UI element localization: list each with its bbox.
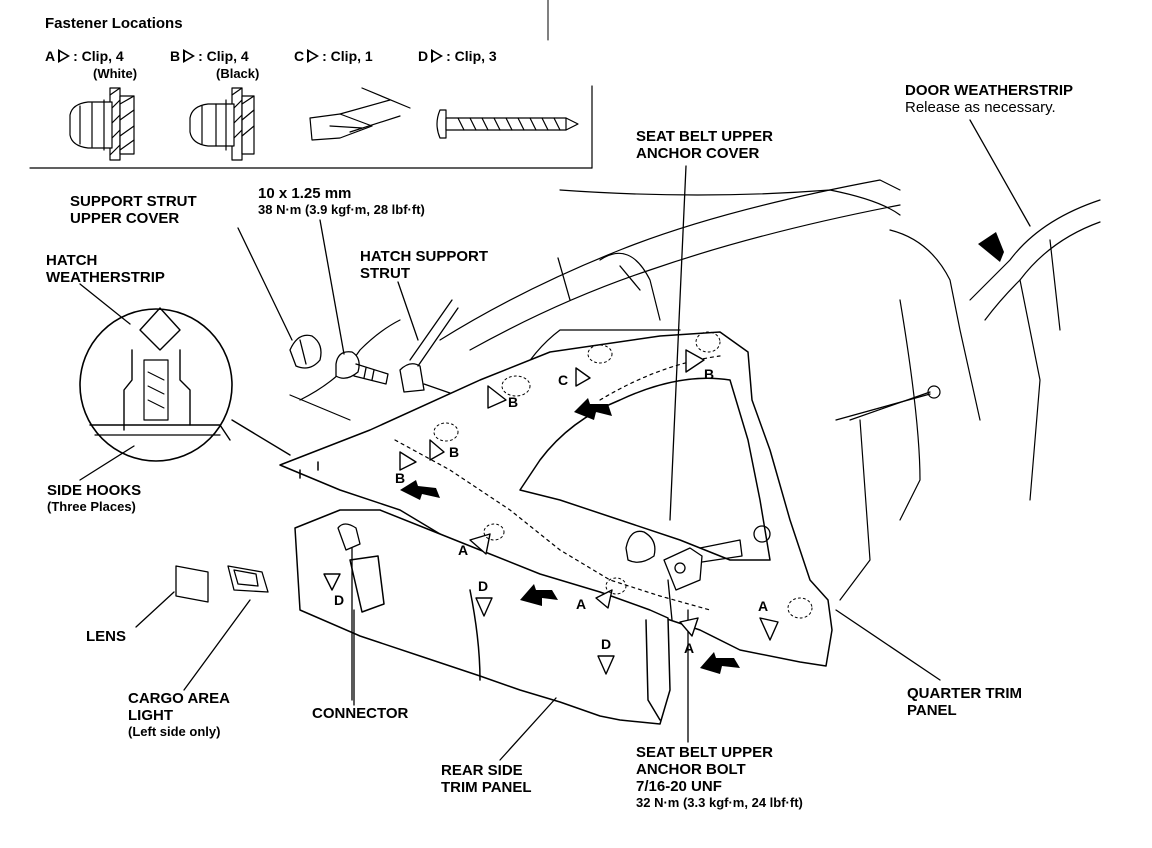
fastener-note-b: (Black) — [216, 66, 260, 81]
clip-mark-b: B — [395, 470, 406, 486]
seat-belt-anchor-cover-part — [625, 530, 656, 563]
label-quarter-trim-panel: QUARTER TRIM PANEL — [907, 685, 1022, 719]
clip-mark-d: D — [334, 592, 345, 608]
clip-d-illustration — [436, 109, 579, 139]
fastener-item-d: D: Clip, 3 — [418, 48, 497, 64]
clip-triangle-icon — [431, 49, 444, 63]
fastener-item-a: A: Clip, 4 — [45, 48, 124, 64]
label-cargo-area-light: CARGO AREA LIGHT (Left side only) — [128, 690, 230, 739]
fastener-inset — [29, 85, 593, 169]
removal-arrows — [400, 232, 1004, 674]
label-hatch-support-strut: HATCH SUPPORT STRUT — [360, 248, 489, 282]
fastener-note-a: (White) — [93, 66, 138, 81]
seat-belt-anchor-bolt-part — [663, 525, 771, 621]
rear-side-trim-panel-part — [294, 509, 671, 725]
clip-mark-a: A — [684, 640, 695, 656]
clip-c-illustration — [309, 87, 411, 141]
clip-mark-b: B — [508, 394, 519, 410]
clip-mark-a: A — [576, 596, 587, 612]
clip-mark-a: A — [458, 542, 469, 558]
clip-triangle-icon — [307, 49, 320, 63]
clip-outlines — [433, 331, 813, 619]
label-lens: LENS — [86, 628, 127, 645]
hatch-support-strut-part — [399, 299, 471, 401]
lens-part — [175, 565, 209, 603]
label-connector: CONNECTOR — [312, 705, 409, 722]
clip-mark-a: A — [758, 598, 769, 614]
clip-triangles — [323, 349, 779, 675]
clip-mark-d: D — [601, 636, 612, 652]
clip-mark-b: B — [704, 366, 715, 382]
clip-mark-c: C — [558, 372, 569, 388]
fastener-locations-title: Fastener Locations — [45, 15, 183, 32]
strut-bolt-part — [335, 351, 389, 385]
clip-mark-b: B — [449, 444, 460, 460]
support-strut-upper-cover-part — [289, 334, 322, 369]
clip-b-illustration — [189, 87, 255, 161]
clip-a-illustration — [69, 87, 135, 161]
label-seat-belt-upper-anchor-cover: SEAT BELT UPPER ANCHOR COVER — [636, 128, 773, 162]
label-door-weatherstrip: DOOR WEATHERSTRIP Release as necessary. — [905, 82, 1074, 116]
clip-triangle-icon — [183, 49, 196, 63]
label-strut-bolt-spec: 10 x 1.25 mm 38 N·m (3.9 kgf·m, 28 lbf·f… — [258, 185, 425, 217]
fastener-item-c: C: Clip, 1 — [294, 48, 373, 64]
label-rear-side-trim-panel: REAR SIDE TRIM PANEL — [441, 762, 532, 796]
fastener-item-b: B: Clip, 4 — [170, 48, 249, 64]
cargo-area-light-part — [227, 565, 269, 593]
label-seat-belt-upper-anchor-bolt: SEAT BELT UPPER ANCHOR BOLT 7/16-20 UNF … — [636, 744, 803, 810]
clip-mark-d: D — [478, 578, 489, 594]
label-hatch-weatherstrip: HATCH WEATHERSTRIP — [46, 252, 165, 286]
label-support-strut-upper-cover: SUPPORT STRUT UPPER COVER — [70, 193, 197, 227]
connector-part — [337, 523, 361, 701]
leader-lines — [79, 119, 1031, 761]
hatch-weatherstrip-detail — [79, 307, 291, 462]
label-side-hooks: SIDE HOOKS (Three Places) — [47, 482, 142, 514]
clip-triangle-icon — [58, 49, 71, 63]
